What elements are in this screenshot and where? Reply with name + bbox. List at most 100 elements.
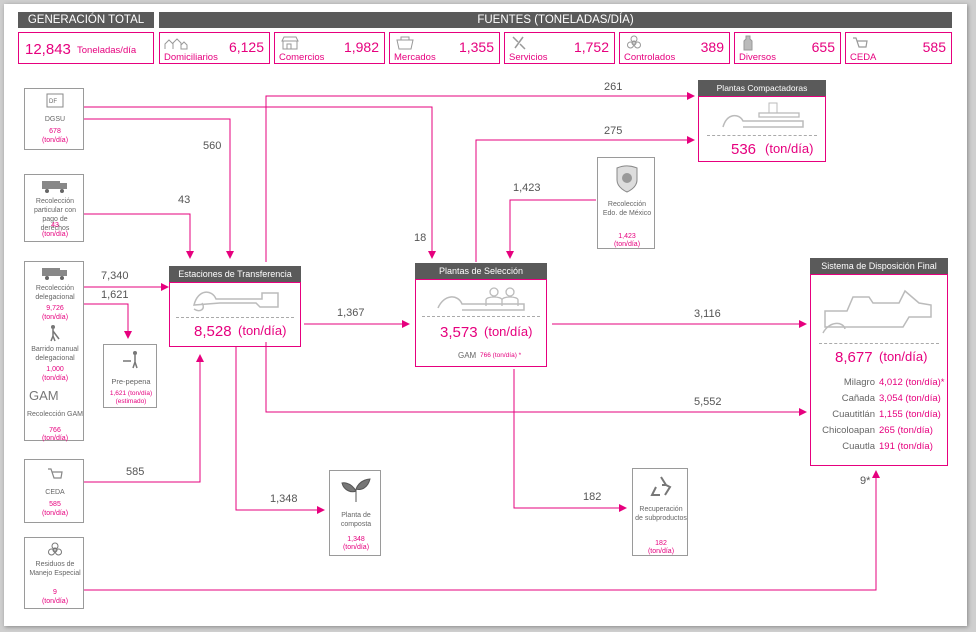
- recuperacion-box: Recuperación de subproductos 182 (ton/dí…: [632, 468, 688, 556]
- source-value: 6,125: [228, 39, 264, 55]
- compactadoras-header: Plantas Compactadoras: [698, 80, 826, 96]
- disposicion-unit: (ton/día): [879, 349, 928, 364]
- dgsu-value: 678: [49, 128, 61, 135]
- total-unit: Toneladas/día: [77, 45, 137, 56]
- gam-logo: GAM: [29, 388, 59, 403]
- source-value: 389: [700, 39, 724, 55]
- delegacional-name: Recolección delegacional: [35, 285, 75, 301]
- flow-label-182: 182: [583, 491, 602, 503]
- site-value: 1,155 (ton/día): [879, 409, 941, 420]
- source-ceda: CEDA 585: [845, 32, 952, 64]
- biohazard-icon: [627, 35, 641, 49]
- residuos-value: 9: [53, 589, 57, 596]
- source-value: 655: [811, 39, 835, 55]
- flow-label-9: 9*: [860, 475, 871, 487]
- residuos-unit: (ton/día): [41, 598, 69, 605]
- gam-value: 766: [49, 427, 61, 434]
- cart-icon: [853, 37, 868, 48]
- particular-name: Recolección particular con pago de derec…: [33, 198, 77, 232]
- source-value: 585: [922, 39, 946, 55]
- flow-dgsu-seleccion: [84, 106, 436, 259]
- flow-estaciones-disposicion: [265, 342, 807, 416]
- ceda-unit: (ton/día): [41, 510, 69, 517]
- disposicion-value: 8,677: [835, 349, 873, 366]
- seleccion-gam-label: GAM: [458, 351, 477, 360]
- source-diversos: Diversos 655: [734, 32, 841, 64]
- market-icon: [396, 36, 414, 50]
- list-item: Milagro 4,012 (ton/día)*: [811, 377, 947, 393]
- flow-label-261: 261: [604, 81, 623, 93]
- edomex-value: 1,423: [618, 233, 636, 240]
- source-value: 1,355: [458, 39, 494, 55]
- compactor-icon: [722, 102, 804, 128]
- source-mercados: Mercados 1,355: [389, 32, 500, 64]
- source-value: 1,982: [343, 39, 379, 55]
- flow-label-1621: 1,621: [101, 289, 129, 301]
- source-label: Domiciliarios: [164, 52, 218, 63]
- list-item: Cuautitlán 1,155 (ton/día): [811, 409, 947, 425]
- truck-icon: DF: [46, 93, 64, 108]
- list-item: Chicoloapan 265 (ton/día): [811, 425, 947, 441]
- particular-value: 43: [51, 222, 59, 229]
- seleccion-box: 3,573 (ton/día) GAM 766 (ton/día) *: [415, 279, 547, 367]
- barrido-unit: (ton/día): [41, 375, 69, 382]
- flow-dgsu-estaciones: [84, 118, 234, 259]
- prepepena-box: Pre-pepena 1,621 (ton/día) (estimado): [103, 344, 157, 408]
- dgsu-name: DGSU: [44, 116, 66, 123]
- flow-label-1348: 1,348: [270, 493, 298, 505]
- site-value: 191 (ton/día): [879, 441, 933, 452]
- garbage-truck-icon: [42, 268, 67, 280]
- source-controlados: Controlados 389: [619, 32, 730, 64]
- recuperacion-unit: (ton/día): [647, 548, 675, 555]
- list-item: Cañada 3,054 (ton/día): [811, 393, 947, 409]
- store-icon: [281, 36, 299, 50]
- flow-label-1423: 1,423: [513, 182, 541, 194]
- source-label: Servicios: [509, 52, 548, 63]
- flow-estaciones-composta: [235, 346, 325, 514]
- ceda-box: CEDA 585 (ton/día): [24, 459, 84, 523]
- source-comercios: Comercios 1,982: [274, 32, 385, 64]
- site-name: Cuautla: [842, 441, 875, 452]
- diagram-canvas: GENERACIÓN TOTAL 12,843 Toneladas/día FU…: [4, 4, 967, 626]
- bottle-icon: [743, 35, 753, 51]
- flow-label-585: 585: [126, 466, 145, 478]
- divider: [707, 135, 817, 136]
- disposicion-box: 8,677 (ton/día) Milagro 4,012 (ton/día)*…: [810, 274, 948, 466]
- barrido-value: 1,000: [46, 366, 64, 373]
- delegacional-box: Recolección delegacional 9,726 (ton/día)…: [24, 261, 84, 442]
- list-item: Cuautla 191 (ton/día): [811, 441, 947, 457]
- composta-value: 1,348: [347, 536, 365, 543]
- cart-icon: [48, 468, 63, 479]
- site-name: Cuautitlán: [832, 409, 875, 420]
- dgsu-box: DF DGSU 678 (ton/día): [24, 88, 84, 150]
- ceda-value: 585: [49, 501, 61, 508]
- compactadoras-box: 536 (ton/día): [698, 96, 826, 162]
- site-name: Cañada: [841, 393, 875, 404]
- edomex-unit: (ton/día): [613, 241, 641, 248]
- divider: [422, 316, 540, 317]
- disposicion-header: Sistema de Disposición Final: [810, 258, 948, 274]
- divider: [819, 343, 939, 344]
- source-servicios: Servicios 1,752: [504, 32, 615, 64]
- gam-unit: (ton/día): [41, 435, 69, 442]
- source-domiciliarios: Domiciliarios 6,125: [159, 32, 270, 64]
- source-label: Mercados: [394, 52, 436, 63]
- seleccion-header: Plantas de Selección: [415, 263, 547, 279]
- site-name: Chicoloapan: [822, 425, 875, 436]
- flow-seleccion-recuperacion: [513, 369, 627, 512]
- flow-label-5552: 5,552: [694, 396, 722, 408]
- total-generation-box: 12,843 Toneladas/día: [18, 32, 154, 64]
- recycle-icon: [650, 476, 672, 496]
- prepepena-name: Pre-pepena: [111, 377, 151, 386]
- svg-text:DF: DF: [49, 99, 57, 105]
- flow-label-560: 560: [203, 140, 222, 152]
- compactadoras-unit: (ton/día): [765, 141, 814, 156]
- flow-label-43: 43: [178, 194, 191, 206]
- particular-box: Recolección particular con pago de derec…: [24, 174, 84, 242]
- prepepena-value: 1,621 (ton/día): [109, 390, 153, 397]
- estaciones-unit: (ton/día): [238, 323, 287, 338]
- flow-label-3116: 3,116: [694, 308, 721, 320]
- flow-particular-estaciones: [84, 213, 194, 259]
- site-name: Milagro: [843, 377, 875, 388]
- composta-unit: (ton/día): [342, 544, 370, 551]
